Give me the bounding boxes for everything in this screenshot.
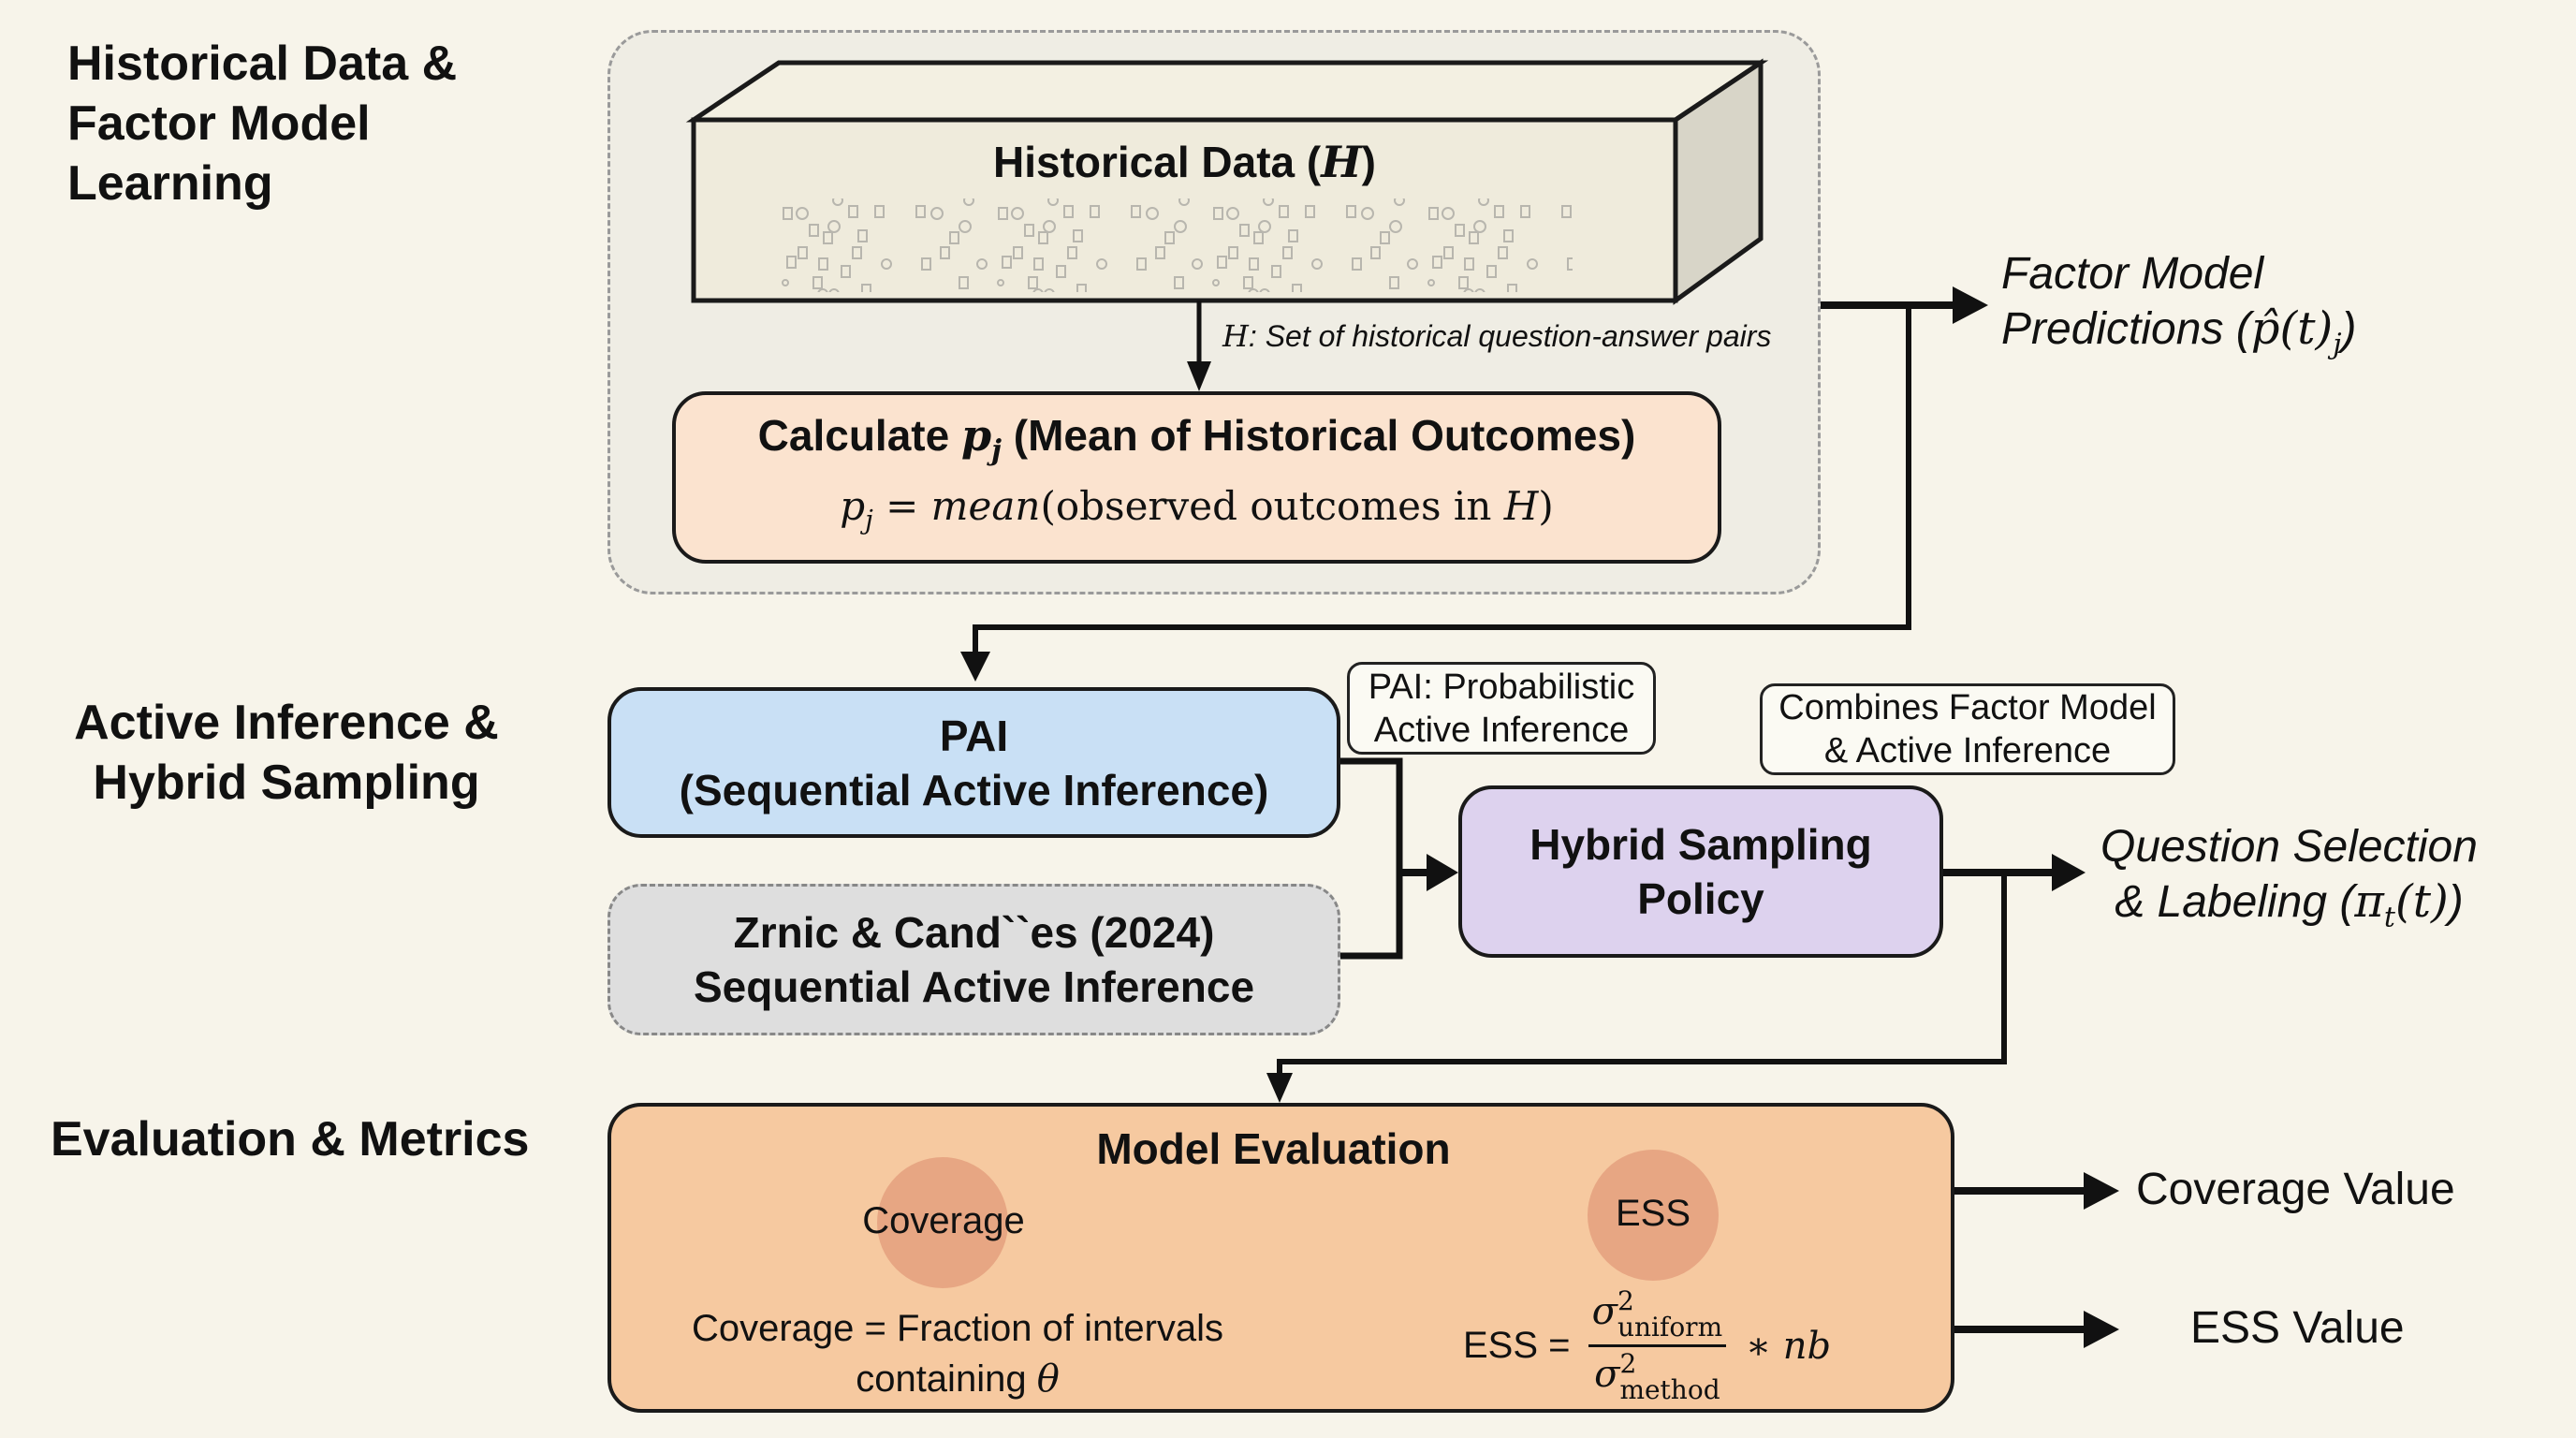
factor-close: ) xyxy=(2341,304,2357,354)
section-label-evaluation: Evaluation & Metrics xyxy=(51,1112,530,1167)
factor-model-predictions-label: Factor Model Predictions (p̂(t)j) xyxy=(2001,247,2357,373)
arrowhead-icon xyxy=(1187,361,1211,391)
question-math: π xyxy=(2354,875,2384,928)
hybrid-note-line1: Combines Factor Model xyxy=(1778,688,2157,727)
zrnic-title: Zrnic & Cand``es (2024) xyxy=(733,908,1215,957)
arrowhead-icon xyxy=(2084,1172,2119,1210)
connector-pai-to-merge xyxy=(1340,757,1403,960)
sigma-den: σ xyxy=(1594,1353,1620,1396)
calc-title-pre: Calculate xyxy=(757,411,961,461)
factor-line2-text: Predictions ( xyxy=(2001,304,2251,354)
ess-lhs: ESS = xyxy=(1463,1325,1581,1366)
pai-title: PAI xyxy=(939,711,1009,760)
historical-data-caption: H: Set of historical question-answer pai… xyxy=(1222,318,1771,354)
section-label-line: Learning xyxy=(67,156,273,211)
calculate-mean-box: Calculate pj (Mean of Historical Outcome… xyxy=(672,391,1721,564)
calculate-formula: pj = mean(observed outcomes in H) xyxy=(840,479,1554,547)
hybrid-subtitle: Policy xyxy=(1637,874,1764,923)
hybrid-note-line2: & Active Inference xyxy=(1823,731,2112,770)
question-line2: & Labeling (πt(t)) xyxy=(2100,874,2478,946)
question-math2: (t) xyxy=(2394,875,2449,928)
hybrid-sampling-policy-box: Hybrid Sampling Policy xyxy=(1458,785,1943,958)
arrowhead-icon xyxy=(2084,1311,2119,1348)
ess-rhs: ∗ nb xyxy=(1734,1324,1832,1368)
factor-line1: Factor Model xyxy=(2001,249,2264,299)
formula-fn: mean xyxy=(930,483,1041,530)
formula-eq: = xyxy=(872,483,931,530)
pai-box: PAI (Sequential Active Inference) xyxy=(607,687,1340,838)
calc-title-post: (Mean of Historical Outcomes) xyxy=(1002,411,1636,461)
sigma-den-sub: method xyxy=(1619,1374,1720,1405)
ess-circle xyxy=(1588,1150,1719,1281)
hybrid-note: Combines Factor Model & Active Inference xyxy=(1760,683,2175,775)
sigma-num-sup: 2 xyxy=(1617,1285,1634,1316)
section-label-active: Active Inference & Hybrid Sampling xyxy=(62,693,511,813)
model-evaluation-title: Model Evaluation xyxy=(1096,1124,1451,1173)
arrowhead-icon xyxy=(1266,1073,1293,1103)
coverage-formula-text: containing xyxy=(856,1358,1037,1400)
calculate-title: Calculate pj (Mean of Historical Outcome… xyxy=(758,407,1636,479)
coverage-circle xyxy=(877,1157,1008,1288)
connector-to-pai xyxy=(973,305,1911,655)
arrowhead-icon xyxy=(1953,286,1988,324)
factor-sub: j xyxy=(2333,328,2342,361)
model-evaluation-box: Model Evaluation Coverage ESS Coverage =… xyxy=(607,1103,1954,1413)
pai-note-line2: Active Inference xyxy=(1373,710,1630,750)
coverage-formula-line1: Coverage = Fraction of intervals xyxy=(691,1308,1224,1349)
question-selection-label: Question Selection & Labeling (πt(t)) xyxy=(2100,820,2478,946)
calc-title-sub: j xyxy=(991,434,1002,468)
zrnic-subtitle: Sequential Active Inference xyxy=(693,962,1255,1011)
formula-var: p xyxy=(840,483,866,530)
arrowhead-icon xyxy=(2052,854,2086,891)
formula-arg: (observed outcomes in xyxy=(1040,483,1504,530)
title-text-end: ) xyxy=(1361,138,1376,186)
question-line2-text: & Labeling ( xyxy=(2115,877,2355,927)
block-top-face xyxy=(685,60,1769,123)
section-label-line: Hybrid Sampling xyxy=(93,756,480,810)
data-point-scatter xyxy=(777,198,1573,292)
factor-math: p̂(t) xyxy=(2250,302,2334,355)
calc-title-var: p xyxy=(960,410,992,462)
caption-symbol: H xyxy=(1222,318,1249,354)
sigma-den-sup: 2 xyxy=(1619,1348,1637,1379)
title-text: Historical Data ( xyxy=(992,138,1322,186)
section-label-line: Active Inference & xyxy=(74,696,499,750)
pai-subtitle: (Sequential Active Inference) xyxy=(679,765,1269,814)
factor-line2: Predictions (p̂(t)j) xyxy=(2001,301,2357,373)
hybrid-title: Hybrid Sampling xyxy=(1530,820,1872,869)
zrnic-candes-box: Zrnic & Cand``es (2024) Sequential Activ… xyxy=(607,884,1340,1035)
historical-data-title: Historical Data (H) xyxy=(694,137,1676,187)
caption-text: : Set of historical question-answer pair… xyxy=(1248,319,1772,353)
ess-circle-label: ESS xyxy=(1615,1193,1691,1234)
formula-close: ) xyxy=(1538,483,1554,530)
coverage-value-label: Coverage Value xyxy=(2136,1165,2455,1214)
arrowhead-icon xyxy=(960,652,990,682)
sigma-num-sub: uniform xyxy=(1617,1312,1723,1343)
question-line1: Question Selection xyxy=(2100,822,2478,872)
coverage-formula-line2: containing θ xyxy=(649,1354,1266,1404)
formula-h: H xyxy=(1503,483,1539,530)
question-close: ) xyxy=(2448,877,2464,927)
ess-value-label: ESS Value xyxy=(2190,1303,2405,1353)
section-label-line: Historical Data & xyxy=(67,37,458,91)
formula-sub: j xyxy=(865,504,873,536)
sigma-num: σ xyxy=(1591,1290,1617,1333)
section-label-line: Factor Model xyxy=(67,96,371,151)
connector-to-evaluation xyxy=(1277,873,2007,1077)
section-label-historical: Historical Data & Factor Model Learning xyxy=(67,34,457,213)
theta-symbol: θ xyxy=(1036,1357,1060,1401)
arrowhead-icon xyxy=(1427,854,1458,891)
pai-note-line1: PAI: Probabilistic xyxy=(1368,667,1635,707)
pai-note: PAI: Probabilistic Active Inference xyxy=(1347,662,1656,755)
title-symbol: H xyxy=(1321,137,1362,187)
question-sub: t xyxy=(2383,901,2395,934)
historical-data-block xyxy=(685,58,1769,305)
coverage-formula: Coverage = Fraction of intervals contain… xyxy=(649,1303,1266,1404)
coverage-circle-label: Coverage xyxy=(862,1200,1025,1241)
